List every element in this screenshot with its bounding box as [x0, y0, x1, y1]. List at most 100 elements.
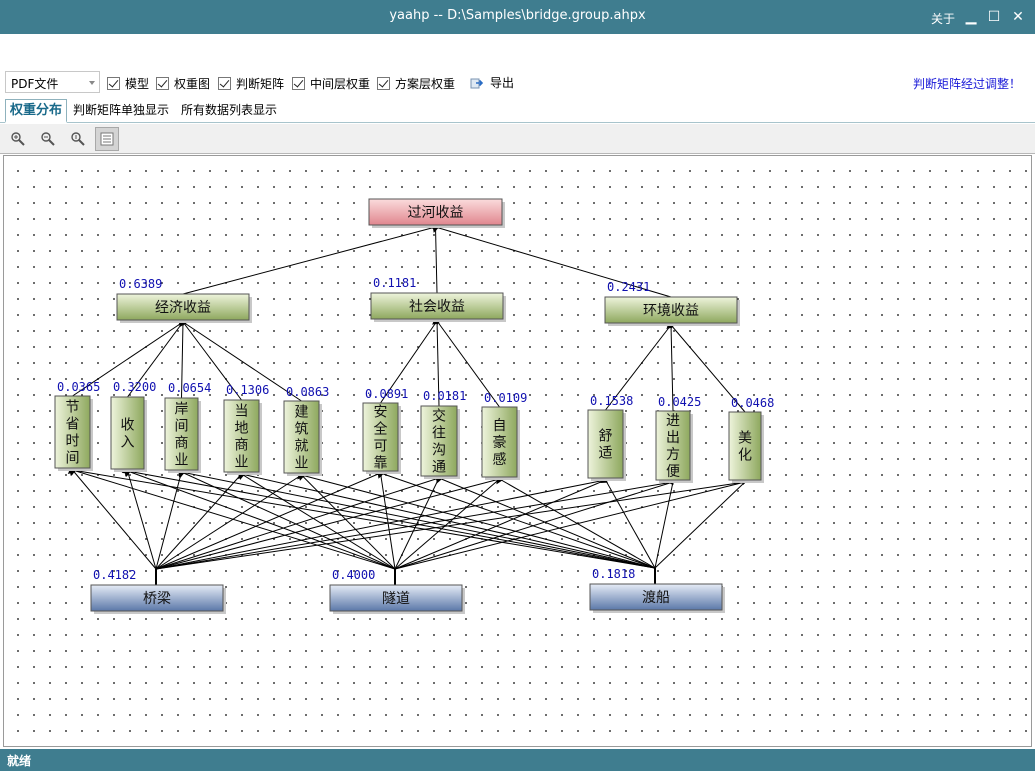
criteria-node[interactable]: 环境收益: [604, 296, 740, 326]
alternative-subcriteria-link: [374, 469, 396, 570]
subcriteria-node[interactable]: 收入: [110, 396, 147, 472]
close-icon[interactable]: ✕: [1012, 9, 1024, 25]
subcriteria-weight: 0.1538: [590, 394, 633, 408]
subcriteria-node[interactable]: 安全可靠: [362, 402, 401, 474]
alternative-subcriteria-link: [600, 476, 656, 569]
alternative-subcriteria-link: [124, 468, 396, 570]
status-text: 就绪: [7, 754, 32, 768]
tab-all-data-list[interactable]: 所有数据列表显示: [181, 103, 278, 117]
checkbox-icon: [107, 77, 120, 90]
checkbox-judgment-matrix[interactable]: 判断矩阵: [218, 75, 284, 92]
subcriteria-node[interactable]: 节省时间: [54, 395, 93, 471]
checkbox-icon: [292, 77, 305, 90]
node-label: 收入: [121, 418, 135, 451]
checkbox-label: 中间层权重: [310, 77, 371, 91]
subcriteria-node[interactable]: 当地商业: [223, 399, 262, 475]
about-menu[interactable]: 关于: [931, 12, 956, 26]
title-bar: yaahp -- D:\Samples\bridge.group.ahpx 关于…: [0, 0, 1035, 34]
export-label: 导出: [490, 76, 515, 90]
node-label: 进出方便: [666, 413, 680, 480]
checkbox-icon: [156, 77, 169, 90]
subcriteria-node[interactable]: 美化: [728, 411, 764, 483]
subcriteria-weight: 0.0181: [423, 389, 466, 403]
checkbox-alternative-layer-weight[interactable]: 方案层权重: [377, 75, 455, 92]
format-select[interactable]: PDF文件: [5, 71, 100, 93]
zoom-reset-icon: [71, 132, 85, 146]
subcriteria-criteria-link: [127, 318, 186, 398]
export-icon: [470, 78, 484, 88]
zoom-reset-button[interactable]: [66, 127, 90, 151]
alternative-weight: 0.4000: [332, 568, 375, 582]
node-label: 环境收益: [643, 303, 699, 319]
maximize-icon[interactable]: ☐: [987, 9, 1001, 25]
checkbox-label: 方案层权重: [395, 77, 456, 91]
alternative-subcriteria-link: [238, 472, 656, 569]
matrix-adjusted-notice[interactable]: 判断矩阵经过调整！: [912, 77, 1021, 91]
subcriteria-node[interactable]: 自豪感: [481, 406, 520, 480]
minimize-icon[interactable]: ▁: [965, 9, 977, 25]
alternative-subcriteria-link: [654, 477, 749, 569]
alternative-subcriteria-link: [155, 472, 443, 570]
format-select-value: PDF文件: [11, 77, 59, 91]
alternative-subcriteria-link: [121, 467, 157, 570]
checkbox-label: 权重图: [174, 77, 211, 91]
alternative-subcriteria-link: [436, 475, 656, 569]
subcriteria-node[interactable]: 舒适: [587, 409, 626, 481]
goal-node[interactable]: 过河收益: [368, 198, 505, 228]
connector-lines: [67, 221, 749, 585]
alternative-subcriteria-link: [394, 476, 677, 570]
subcriteria-criteria-link: [380, 317, 440, 404]
tab-judgment-matrix-separate[interactable]: 判断矩阵单独显示: [73, 103, 170, 117]
export-toolbar: PDF文件 模型 权重图 判断矩阵 中间层权重 方案层权重 导出 判断矩阵经过调…: [0, 68, 1035, 96]
hierarchy-diagram: 过河收益经济收益0.6389社会收益0.1181环境收益0.2431节省时间0.…: [54, 198, 774, 614]
alternative-node[interactable]: 渡船: [589, 583, 725, 613]
list-view-icon: [100, 132, 114, 146]
subcriteria-criteria-link: [178, 318, 242, 401]
alternative-subcriteria-link: [298, 473, 656, 569]
criteria-node[interactable]: 社会收益: [370, 292, 506, 322]
node-label: 舒适: [599, 429, 613, 462]
node-label: 自豪感: [493, 418, 507, 468]
alternative-subcriteria-link: [178, 469, 396, 570]
subcriteria-criteria-link: [179, 319, 302, 402]
list-view-button[interactable]: [95, 127, 119, 151]
subcriteria-weight: 0.0365: [57, 380, 100, 394]
subcriteria-node[interactable]: 交往沟通: [420, 405, 460, 479]
node-label: 经济收益: [155, 300, 211, 316]
node-label: 当地商业: [235, 404, 249, 471]
view-tabs: 权重分布 判断矩阵单独显示 所有数据列表显示: [0, 99, 1035, 123]
criteria-node[interactable]: 经济收益: [116, 293, 252, 323]
checkbox-middle-layer-weight[interactable]: 中间层权重: [292, 75, 370, 92]
checkbox-label: 判断矩阵: [236, 77, 285, 91]
tab-weight-distribution[interactable]: 权重分布: [5, 99, 68, 123]
alternative-weight: 0.1818: [592, 567, 635, 581]
alternative-subcriteria-link: [654, 478, 675, 569]
checkbox-icon: [377, 77, 390, 90]
window-title: yaahp -- D:\Samples\bridge.group.ahpx: [389, 8, 646, 23]
alternative-subcriteria-link: [377, 471, 656, 569]
subcriteria-criteria-link: [605, 321, 674, 411]
criteria-weight: 0.6389: [119, 277, 162, 291]
subcriteria-criteria-link: [432, 317, 500, 408]
alternative-subcriteria-link: [394, 475, 442, 570]
export-button[interactable]: 导出: [470, 74, 514, 91]
checkbox-weight-chart[interactable]: 权重图: [156, 75, 210, 92]
node-label: 社会收益: [409, 299, 465, 315]
alternative-node[interactable]: 隧道: [329, 584, 465, 614]
alternative-node[interactable]: 桥梁: [90, 584, 226, 614]
subcriteria-node[interactable]: 建筑就业: [283, 400, 322, 476]
alternative-subcriteria-link: [394, 476, 749, 570]
alternative-subcriteria-link: [69, 468, 396, 570]
subcriteria-node[interactable]: 进出方便: [655, 410, 693, 483]
alternative-subcriteria-link: [297, 471, 396, 570]
zoom-in-button[interactable]: [6, 127, 30, 151]
subcriteria-criteria-link: [430, 317, 440, 407]
alternative-subcriteria-link: [178, 470, 656, 569]
alternative-subcriteria-link: [155, 469, 305, 570]
zoom-toolbar: [0, 124, 1035, 154]
checkbox-model[interactable]: 模型: [107, 75, 149, 92]
node-label: 交往沟通: [432, 408, 446, 476]
zoom-out-button[interactable]: [36, 127, 60, 151]
subcriteria-node[interactable]: 岸间商业: [164, 397, 201, 473]
